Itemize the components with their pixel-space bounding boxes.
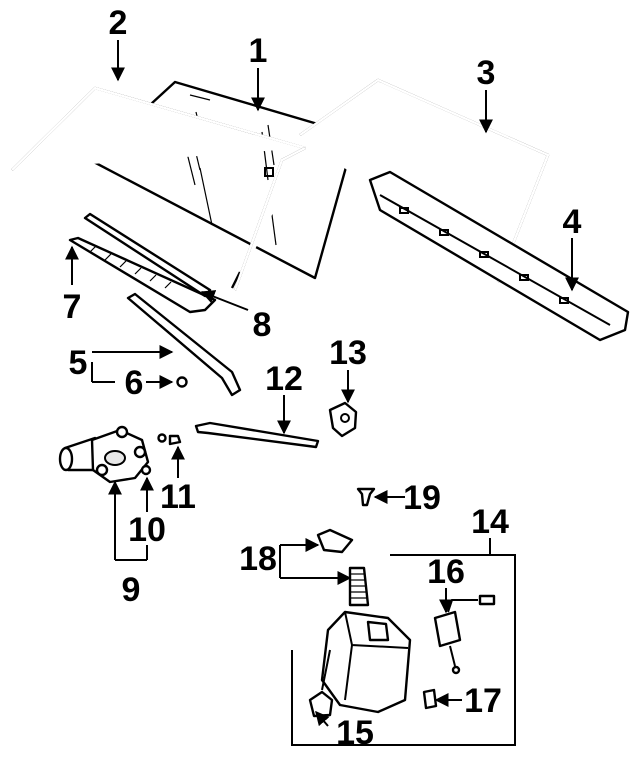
wiper-motor xyxy=(58,425,152,484)
wiper-linkage xyxy=(194,421,320,449)
callout-3: 3 xyxy=(477,54,496,92)
leader-lines xyxy=(65,40,579,727)
washer-group-bracket xyxy=(291,554,516,746)
callout-4: 4 xyxy=(563,203,582,241)
callout-5: 5 xyxy=(69,344,88,382)
callout-19: 19 xyxy=(403,479,441,517)
wiper-blade-assembly xyxy=(68,212,217,314)
callout-10: 10 xyxy=(128,511,166,549)
callout-9: 9 xyxy=(122,571,141,609)
callout-13: 13 xyxy=(329,334,367,372)
callout-15: 15 xyxy=(336,714,374,752)
callout-14: 14 xyxy=(471,503,509,541)
wiper-arm xyxy=(126,292,242,397)
grommet xyxy=(422,688,438,710)
molding-strip xyxy=(11,86,306,291)
callout-12: 12 xyxy=(265,360,303,398)
callout-6: 6 xyxy=(125,364,144,402)
pivot-assembly xyxy=(328,401,358,438)
callout-11: 11 xyxy=(160,478,196,516)
callout-17: 17 xyxy=(464,682,502,720)
callout-7: 7 xyxy=(63,288,82,326)
washer-reservoir xyxy=(320,610,412,714)
washer-motor xyxy=(433,594,496,675)
filler-neck xyxy=(316,528,370,607)
clip xyxy=(356,487,376,507)
bolt xyxy=(157,433,182,446)
callout-16: 16 xyxy=(427,553,465,591)
callout-8: 8 xyxy=(253,306,272,344)
nut xyxy=(176,376,188,388)
callout-labels: 1 2 3 4 5 6 7 8 9 10 11 12 13 14 15 16 1… xyxy=(63,4,582,752)
callout-18: 18 xyxy=(239,540,277,578)
cowl-panel xyxy=(368,170,630,342)
callout-2: 2 xyxy=(109,4,128,42)
callout-1: 1 xyxy=(249,32,268,70)
washer-pump xyxy=(308,690,334,718)
